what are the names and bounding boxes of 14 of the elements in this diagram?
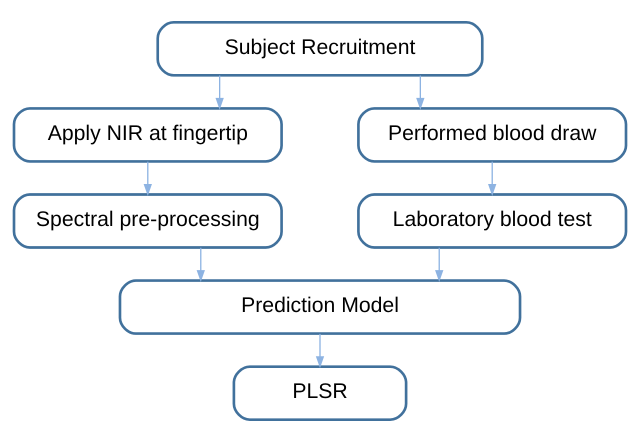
arrow bbox=[435, 248, 444, 282]
arrow bbox=[488, 162, 496, 196]
arrow bbox=[144, 162, 152, 196]
arrow bbox=[215, 76, 224, 110]
arrow bbox=[416, 76, 425, 110]
arrow bbox=[316, 334, 324, 368]
node-box: Laboratory blood test bbox=[357, 193, 628, 249]
node-box: Prediction Model bbox=[118, 279, 522, 335]
node-box: PLSR bbox=[232, 365, 408, 422]
node-box: Apply NIR at fingertip bbox=[12, 107, 283, 163]
node-box: Spectral pre-processing bbox=[12, 193, 283, 249]
arrow bbox=[196, 248, 205, 282]
node-box: Subject Recruitment bbox=[156, 20, 484, 77]
node-box: Performed blood draw bbox=[357, 107, 628, 163]
